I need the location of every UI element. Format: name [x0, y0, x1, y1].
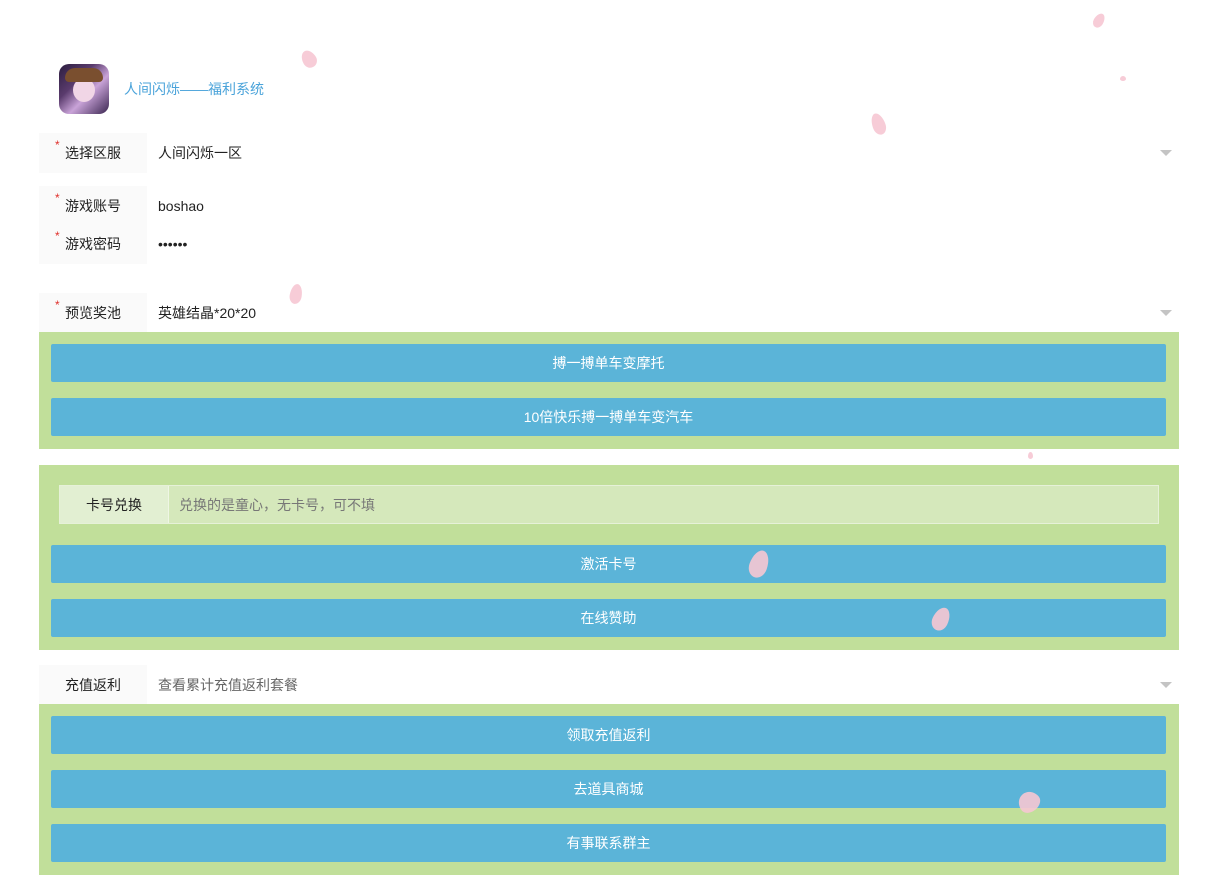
pool-panel: 搏一搏单车变摩托 10倍快乐搏一搏单车变汽车 [39, 332, 1179, 449]
account-label: * 游戏账号 [39, 186, 147, 226]
server-label: * 选择区服 [39, 133, 147, 173]
pool-value[interactable]: 英雄结晶*20*20 [158, 305, 257, 321]
recharge-value[interactable]: 查看累计充值返利套餐 [158, 677, 298, 693]
recharge-label: 充值返利 [39, 665, 147, 705]
required-mark: * [55, 138, 60, 152]
card-panel: 卡号兑换 激活卡号 在线赞助 [39, 465, 1179, 650]
server-value[interactable]: 人间闪烁一区 [158, 145, 242, 161]
claim-rebate-button[interactable]: 领取充值返利 [51, 716, 1166, 754]
password-label: * 游戏密码 [39, 224, 147, 264]
pool-label: * 预览奖池 [39, 293, 147, 333]
petal-decoration [298, 47, 320, 71]
password-field-row: * 游戏密码 •••••• [39, 224, 1179, 264]
item-shop-button[interactable]: 去道具商城 [51, 770, 1166, 808]
required-mark: * [55, 191, 60, 205]
required-mark: * [55, 298, 60, 312]
server-select[interactable]: * 选择区服 人间闪烁一区 [39, 133, 1179, 173]
chevron-down-icon[interactable] [1160, 310, 1172, 316]
server-label-text: 选择区服 [65, 145, 121, 161]
account-label-text: 游戏账号 [65, 198, 121, 214]
activate-card-button[interactable]: 激活卡号 [51, 545, 1166, 583]
online-sponsor-button[interactable]: 在线赞助 [51, 599, 1166, 637]
petal-decoration [1090, 11, 1108, 30]
chevron-down-icon[interactable] [1160, 150, 1172, 156]
recharge-panel: 领取充值返利 去道具商城 有事联系群主 [39, 704, 1179, 875]
game-avatar [59, 64, 109, 114]
pool-select[interactable]: * 预览奖池 英雄结晶*20*20 [39, 293, 1179, 333]
page-title: 人间闪烁——福利系统 [124, 81, 264, 97]
contact-owner-button[interactable]: 有事联系群主 [51, 824, 1166, 862]
header: 人间闪烁——福利系统 [59, 64, 264, 114]
chevron-down-icon[interactable] [1160, 682, 1172, 688]
password-label-text: 游戏密码 [65, 236, 121, 252]
petal-decoration [1028, 452, 1033, 459]
card-number-input[interactable] [169, 486, 1158, 523]
card-redeem-row: 卡号兑换 [59, 485, 1159, 524]
required-mark: * [55, 229, 60, 243]
account-input[interactable]: boshao [158, 198, 204, 214]
gamble-car-button[interactable]: 10倍快乐搏一搏单车变汽车 [51, 398, 1166, 436]
recharge-select[interactable]: 充值返利 查看累计充值返利套餐 [39, 665, 1179, 705]
account-field-row: * 游戏账号 boshao [39, 186, 1179, 226]
password-input[interactable]: •••••• [158, 236, 188, 252]
card-redeem-label: 卡号兑换 [60, 486, 169, 523]
gamble-motorbike-button[interactable]: 搏一搏单车变摩托 [51, 344, 1166, 382]
pool-label-text: 预览奖池 [65, 305, 121, 321]
petal-decoration [1120, 76, 1126, 81]
